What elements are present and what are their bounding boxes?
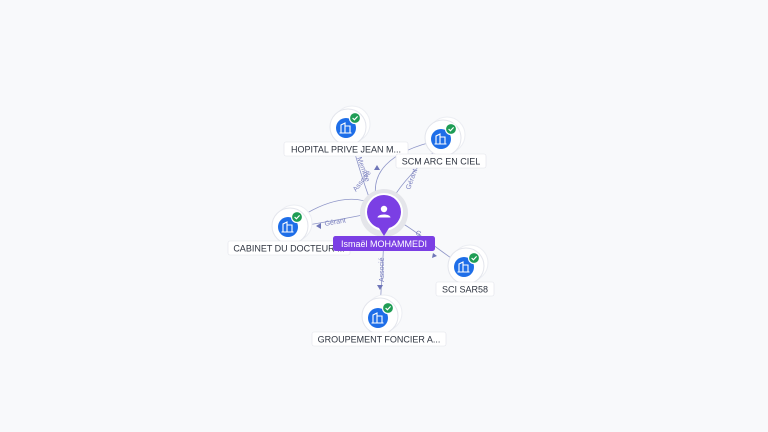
arrow-hopital	[374, 165, 380, 170]
company-label-groupement: GROUPEMENT FONCIER A...	[318, 335, 441, 345]
check-icon	[290, 210, 304, 224]
company-label-hopital: HOPITAL PRIVE JEAN M...	[291, 145, 401, 155]
edge-label-groupement-associe: Associé	[379, 257, 386, 282]
person-label: Ismaël MOHAMMEDI	[341, 239, 427, 249]
edge-label-cabinet-gerant: Gérant	[324, 217, 346, 228]
check-icon	[467, 251, 481, 265]
building-icon	[457, 261, 470, 273]
building-icon	[281, 221, 294, 233]
company-node-hopital[interactable]: HOPITAL PRIVE JEAN M...	[283, 105, 409, 157]
arrow-sci	[432, 253, 437, 258]
check-icon	[444, 122, 458, 136]
edge-label-scm-gerant: Gérant	[405, 168, 419, 191]
person-node-center[interactable]: Ismaël MOHAMMEDI	[333, 189, 435, 251]
edge-label-sci: G	[414, 230, 422, 239]
company-label-cabinet: CABINET DU DOCTEUR ...	[233, 244, 344, 254]
company-label-scm: SCM ARC EN CIEL	[402, 157, 481, 167]
company-node-cabinet[interactable]: CABINET DU DOCTEUR ...	[227, 204, 351, 256]
company-node-sci[interactable]: SCI SAR58	[435, 244, 495, 297]
building-icon	[434, 133, 447, 145]
company-node-groupement[interactable]: GROUPEMENT FONCIER A...	[311, 294, 447, 347]
building-icon	[371, 312, 384, 324]
check-icon	[348, 111, 362, 125]
company-label-sci: SCI SAR58	[442, 285, 488, 295]
person-icon	[377, 205, 391, 218]
check-icon	[381, 301, 395, 315]
company-node-scm[interactable]: SCM ARC EN CIEL	[395, 116, 487, 169]
building-icon	[339, 122, 352, 134]
arrow-cabinet	[316, 223, 321, 229]
arrow-groupement	[377, 285, 383, 290]
